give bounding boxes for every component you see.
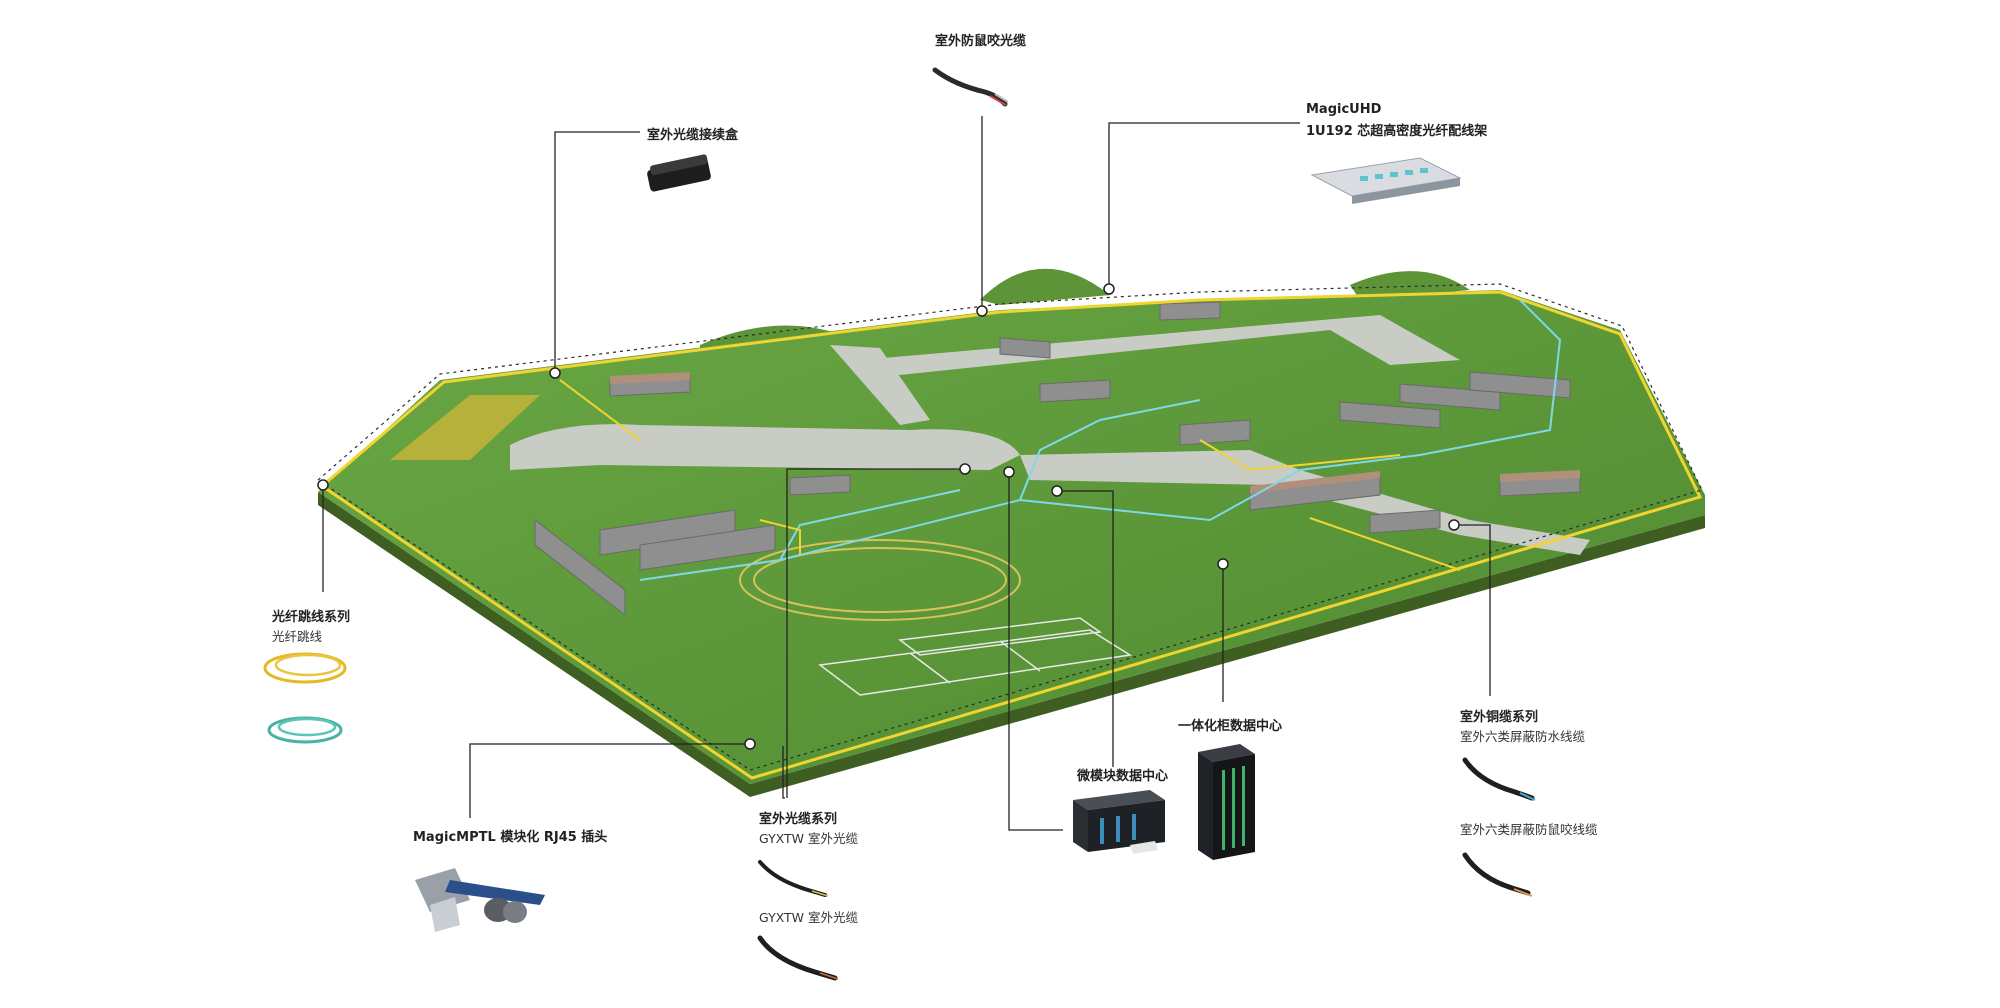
micro-dc-title: 微模块数据中心 (1077, 769, 1169, 784)
running-track (739, 539, 1021, 621)
buildings (534, 301, 1581, 617)
copper-network (559, 379, 1461, 571)
perimeter-fence (317, 283, 1703, 780)
rj45-plug-icon (415, 868, 545, 932)
copper-series-item1: 室外六类屏蔽防水线缆 (1460, 729, 1586, 744)
cabinet-dc-title: 一体化柜数据中心 (1178, 719, 1283, 734)
splice-box-title: 室外光缆接续盒 (647, 128, 739, 143)
roads (510, 315, 1590, 555)
odf-title-line2: 1U192 芯超高密度光纤配线架 (1306, 124, 1488, 139)
patch-cord-subtitle: 光纤跳线 (272, 629, 323, 644)
crop-field (390, 395, 540, 460)
rodent-cable-title: 室外防鼠咬光缆 (935, 34, 1027, 49)
sports-courts (818, 617, 1133, 696)
fiber-series-title: 室外光缆系列 (759, 812, 838, 827)
copper-series-item2: 室外六类屏蔽防鼠咬线缆 (1460, 822, 1598, 837)
copper-cable-icon (1462, 757, 1536, 897)
odf-rack-icon (1310, 157, 1462, 204)
fiber-series-item1: GYXTW 室外光缆 (759, 831, 859, 846)
copper-series-title: 室外铜缆系列 (1460, 710, 1539, 725)
cabinet-datacenter-icon (1198, 744, 1255, 860)
leader-lines (322, 116, 1491, 831)
fiber-series-cable-icon (757, 860, 839, 981)
fiber-series-item2: GYXTW 室外光缆 (759, 910, 859, 925)
patch-cord-title: 光纤跳线系列 (272, 610, 351, 625)
fiber-cable-icon (932, 67, 1009, 107)
micro-datacenter-icon (1073, 790, 1165, 854)
splice-box-icon (647, 154, 711, 192)
patch-cord-icon (263, 652, 347, 744)
odf-title-line1: MagicUHD (1306, 102, 1382, 117)
leader-dots (317, 283, 1460, 750)
mptl-title: MagicMPTL 模块化 RJ45 插头 (413, 830, 608, 845)
